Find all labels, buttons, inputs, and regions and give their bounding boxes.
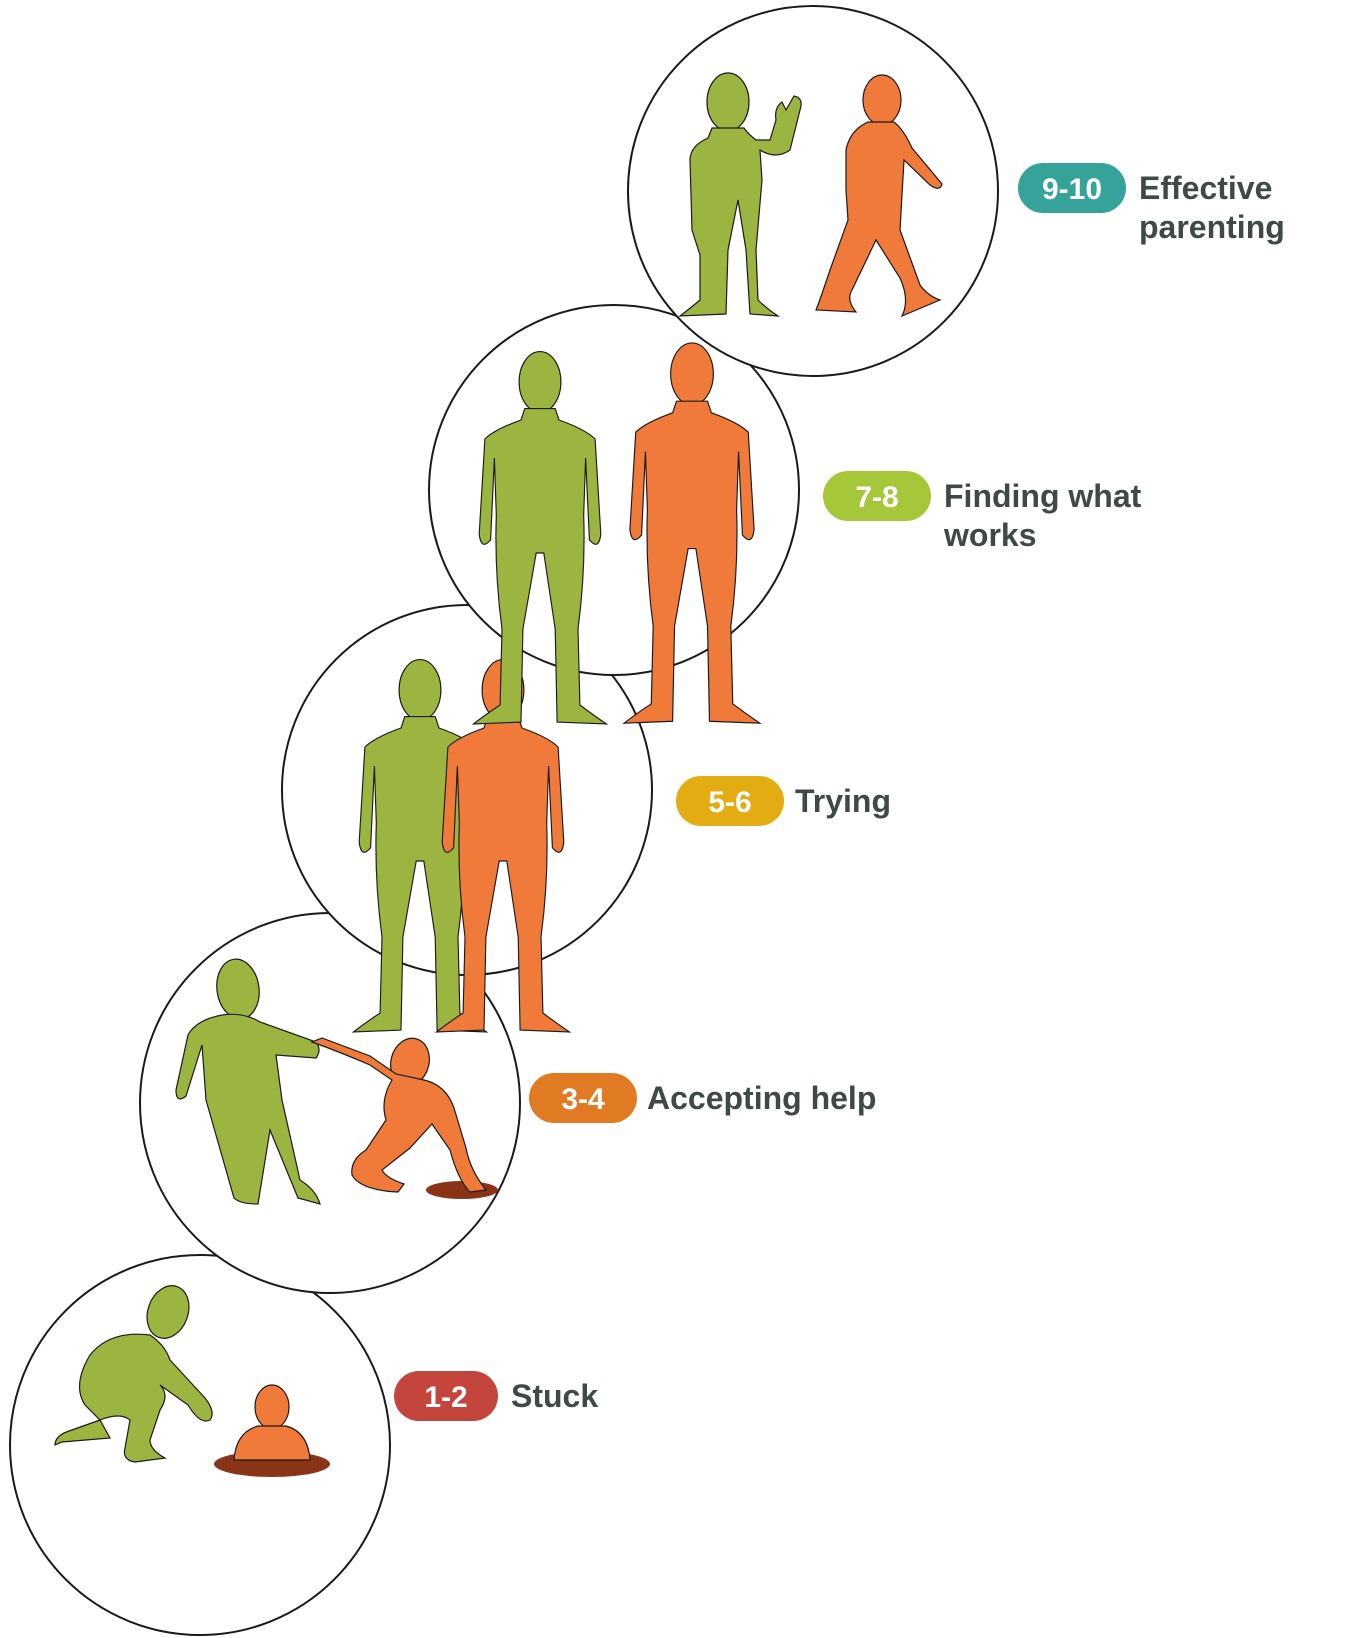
stage-5-illustration: [627, 5, 999, 377]
stage-title: Trying: [795, 783, 891, 819]
stage-1-illustration: [9, 1254, 391, 1636]
climbing-child-figure: [310, 1037, 488, 1193]
score-badge: [823, 471, 931, 521]
stage-label-1: 1-2 Stuck: [394, 1371, 598, 1421]
stage-label-2: 3-4 Accepting help: [529, 1073, 876, 1123]
score-badge: [1018, 163, 1126, 213]
walking-child-figure: [815, 74, 943, 318]
stuck-child-figure: [233, 1384, 311, 1461]
score-badge: [394, 1371, 498, 1421]
score-badge-text: 1-2: [424, 1381, 467, 1414]
stage-label-5: 9-10 Effective parenting: [1018, 163, 1285, 245]
stage-title-line-2: works: [943, 517, 1036, 553]
stage-label-3: 5-6 Trying: [676, 776, 891, 826]
helping-parent-figure: [175, 958, 321, 1205]
stage-label-4: 7-8 Finding what works: [823, 471, 1142, 553]
crouching-parent-figure: [54, 1285, 213, 1463]
score-badge: [676, 776, 784, 826]
stage-title-line-1: Effective: [1139, 170, 1272, 206]
stage-title-line-1: Finding what: [944, 478, 1142, 514]
score-badge-text: 9-10: [1042, 173, 1102, 206]
score-badge: [529, 1073, 637, 1123]
stage-title: Stuck: [511, 1378, 598, 1414]
score-badge-text: 3-4: [561, 1083, 605, 1116]
waving-parent-figure: [678, 72, 802, 317]
score-badge-text: 5-6: [708, 786, 751, 819]
stage-4-illustration: [428, 304, 800, 725]
stage-title-line-2: parenting: [1139, 209, 1285, 245]
stage-title: Accepting help: [647, 1080, 876, 1116]
hole-shape: [426, 1181, 498, 1199]
score-badge-text: 7-8: [855, 481, 898, 514]
stage-2-illustration: [139, 912, 521, 1294]
